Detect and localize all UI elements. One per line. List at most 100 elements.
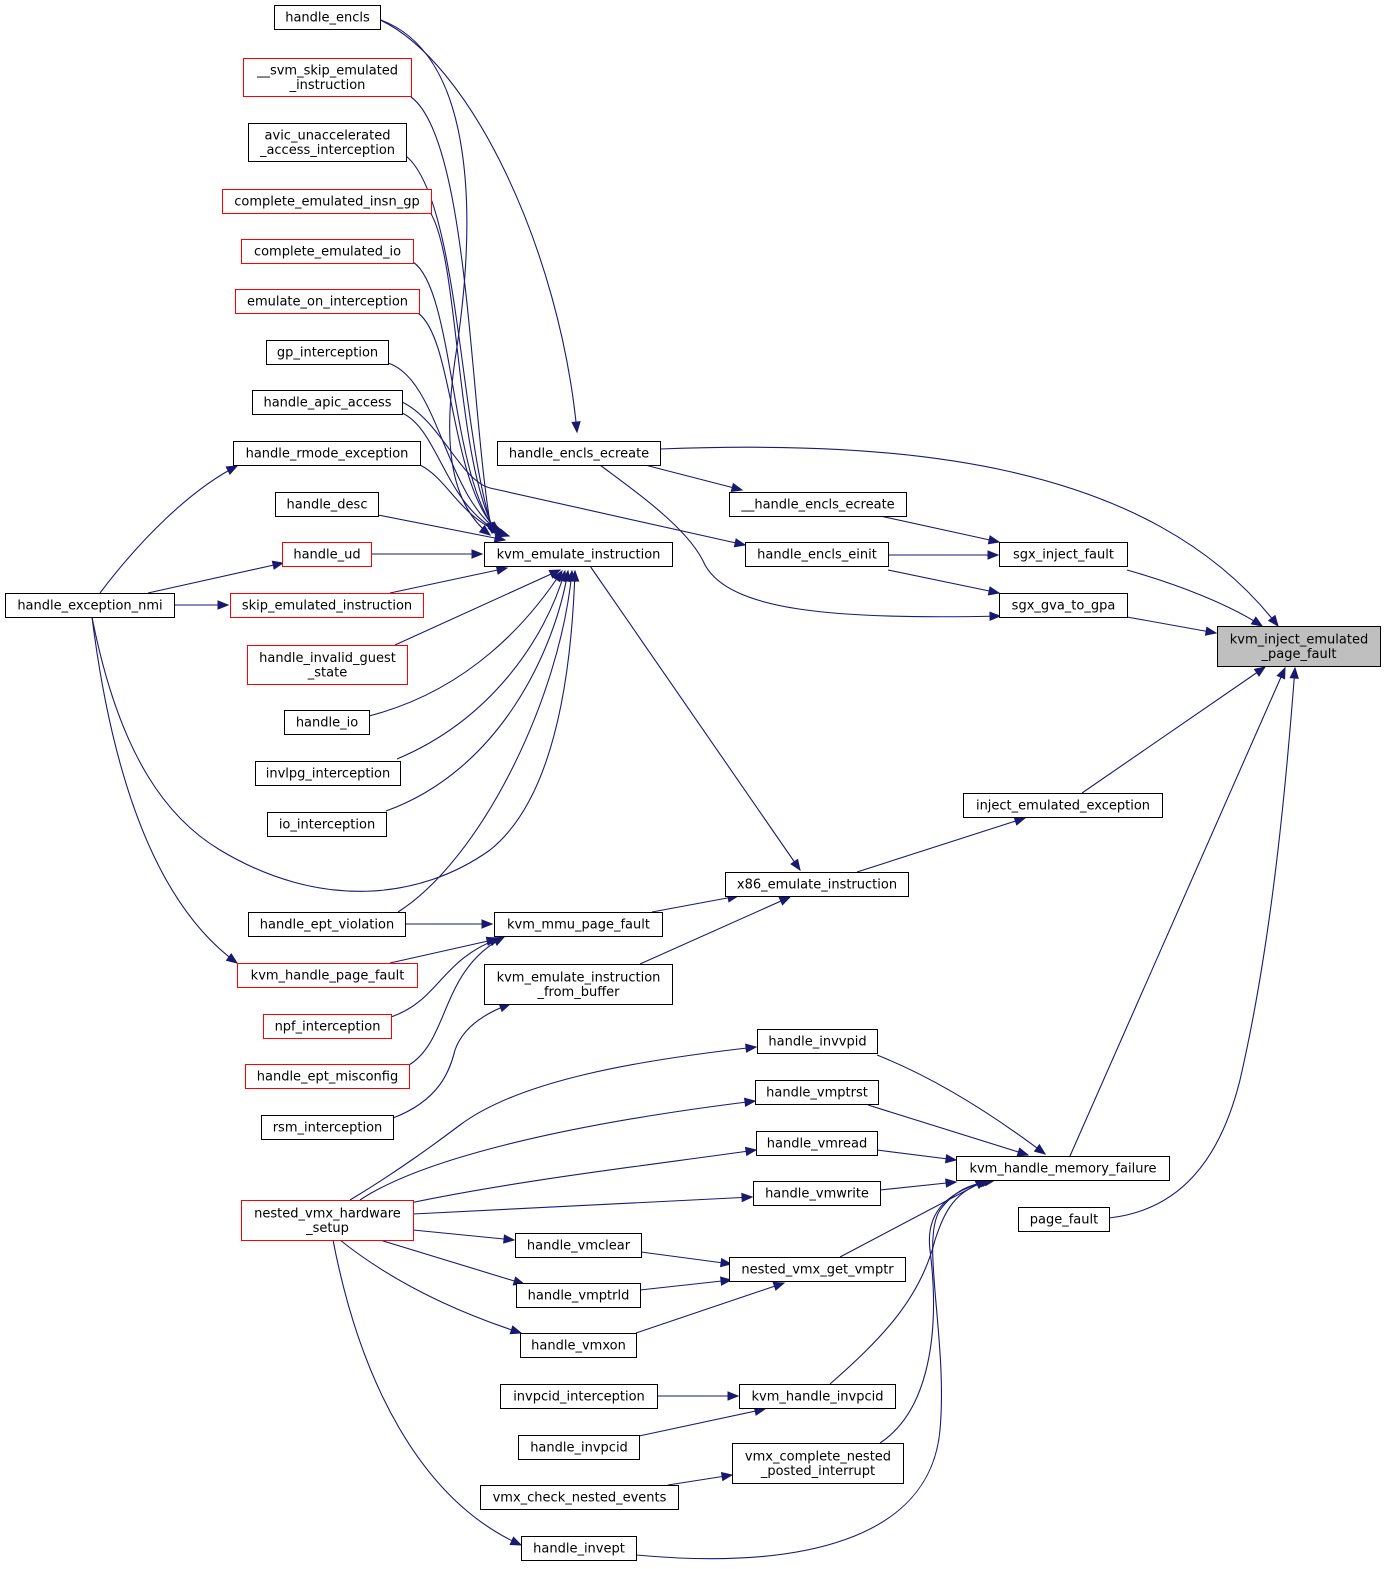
node-emulate-on-int[interactable]: emulate_on_interception: [235, 289, 420, 314]
node-sgx-gva-to-gpa[interactable]: sgx_gva_to_gpa: [999, 593, 1128, 618]
arrowhead-icon: [1033, 1143, 1047, 1155]
node-handle-invalid-guest[interactable]: handle_invalid_guest_state: [247, 645, 408, 685]
node-handle-vmptrld[interactable]: handle_vmptrld: [516, 1283, 641, 1308]
call-edges: [91, 18, 1299, 1560]
node-box: [1217, 626, 1381, 667]
edge-handle_encls_ecreate2-to-sgx_inject_fault: [879, 515, 1001, 545]
node-handle-encls-ecreate[interactable]: handle_encls_ecreate: [497, 441, 661, 466]
node-inject-emulated-exc[interactable]: inject_emulated_exception: [963, 793, 1163, 818]
arrowhead-icon: [987, 550, 1000, 560]
node-handle-encls-ecreate2[interactable]: __handle_encls_ecreate: [729, 492, 907, 517]
node-svm-skip[interactable]: __svm_skip_emulated_instruction: [243, 58, 412, 97]
edge-kvm_handle_memory_failure-to-kvm_inject_pf: [1069, 666, 1286, 1157]
arrowhead-icon: [225, 465, 239, 475]
arrowhead-icon: [497, 528, 511, 538]
edge-handle_encls_ecreate-to-handle_encls_ecreate2: [644, 464, 744, 492]
node-box: [241, 1200, 414, 1241]
node-vmx-complete-nested[interactable]: vmx_complete_nested_posted_interrupt: [732, 1443, 904, 1484]
node-npf-int[interactable]: npf_interception: [263, 1014, 392, 1039]
node-label: handle_ept_misconfig: [257, 1070, 398, 1085]
node-label: avic_unaccelerated: [265, 128, 391, 143]
node-nested-vmx-get-vmptr[interactable]: nested_vmx_get_vmptr: [729, 1257, 906, 1282]
node-complete-insn-gp[interactable]: complete_emulated_insn_gp: [222, 189, 432, 214]
node-nested-vmx-setup[interactable]: nested_vmx_hardware_setup: [241, 1200, 414, 1241]
node-label: kvm_emulate_instruction: [497, 548, 661, 563]
node-handle-invpcid[interactable]: handle_invpcid: [518, 1435, 640, 1460]
node-handle-invept[interactable]: handle_invept: [521, 1536, 637, 1561]
node-label: handle_ept_violation: [260, 918, 394, 933]
node-x86-emulate-instruction[interactable]: x86_emulate_instruction: [725, 872, 909, 897]
node-label: handle_vmxon: [531, 1339, 626, 1354]
node-box: [263, 1014, 392, 1039]
node-label: complete_emulated_insn_gp: [234, 195, 419, 210]
node-rsm-int[interactable]: rsm_interception: [261, 1115, 394, 1140]
node-label: handle_desc: [287, 498, 368, 513]
node-handle-io[interactable]: handle_io: [284, 710, 370, 735]
node-page-fault[interactable]: page_fault: [1018, 1207, 1110, 1232]
node-complete-io[interactable]: complete_emulated_io: [241, 239, 414, 264]
arrowhead-icon: [744, 1146, 758, 1157]
node-vmx-check-nested[interactable]: vmx_check_nested_events: [480, 1485, 679, 1510]
node-handle-invvpid[interactable]: handle_invvpid: [757, 1029, 878, 1054]
node-avic-unaccel[interactable]: avic_unaccelerated_access_interception: [248, 123, 407, 162]
edge-handle_vmxon-to-nested_vmx_get_vmptr: [635, 1281, 786, 1334]
edge-invpcid_int-to-kvm_handle_invpcid: [657, 1391, 740, 1401]
node-kvm-inject-pf[interactable]: kvm_inject_emulated_page_fault: [1217, 626, 1381, 667]
node-invlpg-int[interactable]: invlpg_interception: [255, 761, 401, 786]
node-handle-vmxon[interactable]: handle_vmxon: [520, 1333, 637, 1358]
edge-nested_vmx_setup-to-handle_vmxon: [339, 1239, 523, 1335]
node-box: [274, 5, 381, 30]
node-kvm-handle-page-fault[interactable]: kvm_handle_page_fault: [237, 963, 418, 988]
arrowhead-icon: [772, 1281, 786, 1291]
node-handle-ud[interactable]: handle_ud: [282, 542, 372, 567]
node-gp-interception[interactable]: gp_interception: [266, 340, 389, 365]
node-kvm-emulate-instruction[interactable]: kvm_emulate_instruction: [484, 542, 673, 567]
node-handle-exception-nmi[interactable]: handle_exception_nmi: [5, 593, 175, 618]
node-handle-vmclear[interactable]: handle_vmclear: [515, 1233, 642, 1258]
node-handle-vmread[interactable]: handle_vmread: [756, 1131, 878, 1156]
edge-handle_exception_nmi-to-handle_ud: [147, 560, 285, 594]
node-handle-rmode-exc[interactable]: handle_rmode_exception: [233, 441, 421, 466]
node-sgx-inject-fault[interactable]: sgx_inject_fault: [999, 542, 1128, 567]
node-box: [252, 390, 403, 415]
node-label: _state: [307, 665, 347, 680]
node-box: [739, 1384, 896, 1409]
arrowhead-icon: [733, 538, 747, 548]
node-label: npf_interception: [275, 1020, 381, 1035]
node-skip-emulated[interactable]: skip_emulated_instruction: [230, 593, 424, 618]
node-box: [1018, 1207, 1110, 1232]
node-handle-desc[interactable]: handle_desc: [275, 492, 379, 517]
edge-nested_vmx_setup-to-handle_vmread: [409, 1146, 758, 1204]
node-box: [725, 872, 909, 897]
node-handle-vmptrst[interactable]: handle_vmptrst: [755, 1080, 879, 1105]
node-handle-ept-violation[interactable]: handle_ept_violation: [248, 912, 406, 937]
edge-nested_vmx_setup-to-handle_vmclear: [412, 1229, 516, 1244]
node-label: vmx_check_nested_events: [493, 1491, 667, 1506]
node-label: _from_buffer: [536, 985, 620, 1000]
node-kvm-handle-memory-failure[interactable]: kvm_handle_memory_failure: [956, 1156, 1170, 1181]
node-io-int[interactable]: io_interception: [267, 812, 387, 837]
node-invpcid-int[interactable]: invpcid_interception: [500, 1384, 658, 1409]
node-label: handle_vmclear: [527, 1239, 631, 1254]
node-label: kvm_emulate_instruction: [497, 970, 661, 985]
edge-handle_exception_nmi-to-kvm_handle_page_fault: [91, 616, 239, 964]
arrowhead-icon: [548, 569, 562, 579]
node-box: [245, 1064, 410, 1089]
edge-handle_exception_nmi-to-kvm_emulate_instruction: [91, 569, 580, 892]
node-kvm-handle-invpcid[interactable]: kvm_handle_invpcid: [739, 1384, 896, 1409]
node-handle-vmwrite[interactable]: handle_vmwrite: [753, 1181, 881, 1206]
edge-sgx_gva_to_gpa-to-kvm_inject_pf: [1126, 616, 1218, 636]
node-handle-encls-einit[interactable]: handle_encls_einit: [745, 542, 889, 567]
node-box: [484, 964, 673, 1005]
node-box: [757, 1029, 878, 1054]
node-kvm-emul-from-buf[interactable]: kvm_emulate_instruction_from_buffer: [484, 964, 673, 1005]
node-handle-encls[interactable]: handle_encls: [274, 5, 381, 30]
node-box: [235, 289, 420, 314]
node-handle-apic-access[interactable]: handle_apic_access: [252, 390, 403, 415]
arrowhead-icon: [471, 549, 484, 559]
edge-nested_vmx_setup-to-handle_vmptrst: [359, 1097, 757, 1201]
node-handle-ept-misconfig[interactable]: handle_ept_misconfig: [245, 1064, 410, 1089]
node-kvm-mmu-page-fault[interactable]: kvm_mmu_page_fault: [494, 912, 663, 937]
arrowhead-icon: [495, 565, 509, 575]
node-label: kvm_handle_memory_failure: [969, 1162, 1156, 1177]
